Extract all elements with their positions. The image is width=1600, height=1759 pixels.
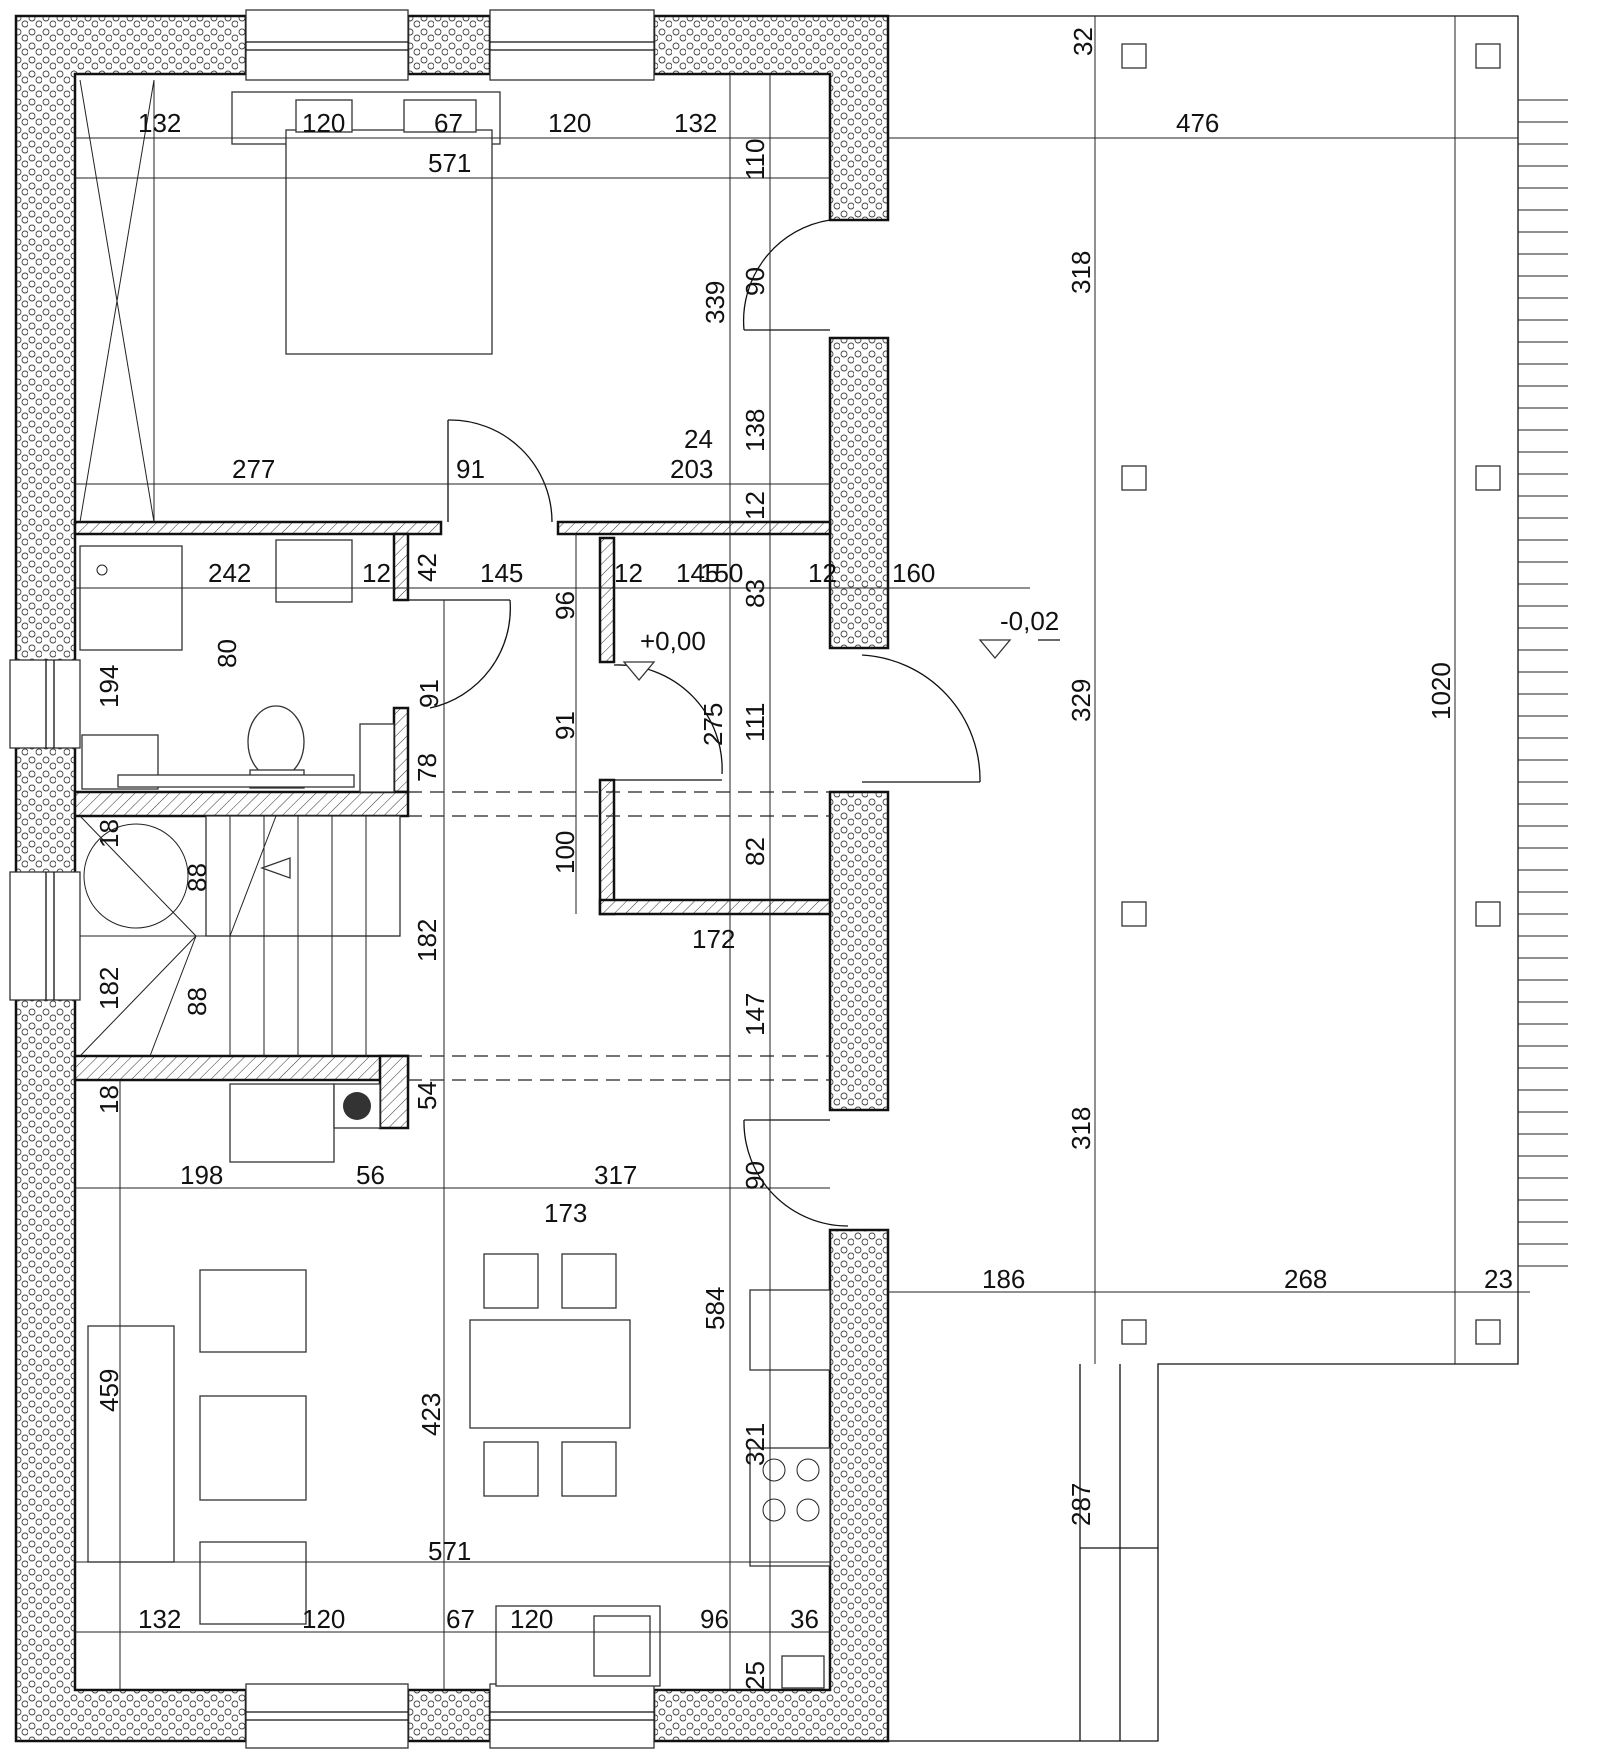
dim-bath-1: 242 [208,558,251,588]
dim-top-8: 32 [1068,27,1098,56]
dim-kit-14: 120 [510,1604,553,1634]
dim-ter-4: 1020 [1426,662,1456,720]
dim-kit-10: 571 [428,1536,471,1566]
dim-top-5: 132 [674,108,717,138]
dim-bed-8: 91 [456,454,485,484]
dim-hall-9: 275 [698,703,728,746]
dim-hall-4: 83 [740,579,770,608]
dim-stair-5: 182 [94,967,124,1010]
dim-bath-5: 80 [212,639,242,668]
dim-ter-3: 318 [1066,1107,1096,1150]
dim-bed-2: 339 [700,281,730,324]
dim-bed-4: 138 [740,409,770,452]
dim-ter-6: 268 [1284,1264,1327,1294]
dim-hall-2: 145 [676,558,719,588]
dim-hall-6: 160 [892,558,935,588]
dim-top-2: 120 [302,108,345,138]
dim-ter-1: 318 [1066,251,1096,294]
dim-bed-6: 203 [670,454,713,484]
dim-kit-1: 198 [180,1160,223,1190]
dim-top-3: 67 [434,108,463,138]
dim-kit-6: 584 [700,1287,730,1330]
dim-stair-6: 18 [94,1085,124,1114]
dim-kit-9: 321 [740,1423,770,1466]
dim-kit-13: 67 [446,1604,475,1634]
dim-bed-1: 110 [740,139,770,180]
dim-kit-11: 132 [138,1604,181,1634]
dim-stair-4: 182 [412,919,442,962]
dim-top-4: 120 [548,108,591,138]
dim-stair-2: 88 [182,863,212,892]
dim-kit-4: 90 [740,1161,770,1190]
dimension-lines [75,16,1530,1690]
doors [408,219,981,1227]
dimension-labels: 132 120 67 120 132 571 476 32 110 339 90… [94,27,1513,1690]
dim-hall-8: 91 [550,711,580,740]
dim-kit-5: 173 [544,1198,587,1228]
dim-bed-3: 90 [740,267,770,296]
furniture [79,79,831,1689]
dim-bath-7: 91 [414,679,444,708]
dim-bed-9: 12 [740,491,770,520]
dim-kit-12: 120 [302,1604,345,1634]
dim-hall-12: 82 [740,837,770,866]
dim-bath-2: 12 [362,558,391,588]
dim-kit-17: 25 [740,1661,770,1690]
guide-lines [408,791,830,1081]
dim-bath-6: 194 [94,665,124,708]
dim-bath-3: 42 [412,553,442,582]
dim-top-6: 571 [428,148,471,178]
dim-stair-1: 18 [94,819,124,848]
windows [9,9,655,1749]
dim-kit-15: 96 [700,1604,729,1634]
dim-kit-2: 56 [356,1160,385,1190]
stairs [79,815,401,1057]
dim-hall-7: 96 [550,591,580,620]
dim-bath-8: 78 [412,753,442,782]
dim-top-7: 476 [1176,108,1219,138]
dim-kit-3: 317 [594,1160,637,1190]
dim-kit-8: 459 [94,1369,124,1412]
dim-hall-11: 100 [550,831,580,874]
dim-bath-4: 145 [480,558,523,588]
dim-bed-5: 24 [684,424,713,454]
dim-ter-5: 186 [982,1264,1025,1294]
dim-ter-2: 329 [1066,679,1096,722]
level-terrace: -0,02 [1000,606,1059,636]
dim-ter-8: 287 [1066,1483,1096,1526]
interior-walls [73,520,832,1130]
dim-hall-13: 172 [692,924,735,954]
dim-kit-16: 36 [790,1604,819,1634]
dim-hall-10: 111 [740,702,770,742]
dim-bed-7: 277 [232,454,275,484]
dim-hall-3: 150 [700,558,743,588]
dim-stair-3: 88 [182,987,212,1016]
dim-kit-7: 423 [416,1393,446,1436]
terrace [622,15,1568,1742]
dim-hall-14: 147 [740,993,770,1036]
dim-stair-7: 54 [412,1081,442,1110]
dim-hall-5: 12 [808,558,837,588]
dim-hall-1: 12 [614,558,643,588]
dim-top-1: 132 [138,108,181,138]
level-floor: +0,00 [640,626,706,656]
dim-ter-7: 23 [1484,1264,1513,1294]
